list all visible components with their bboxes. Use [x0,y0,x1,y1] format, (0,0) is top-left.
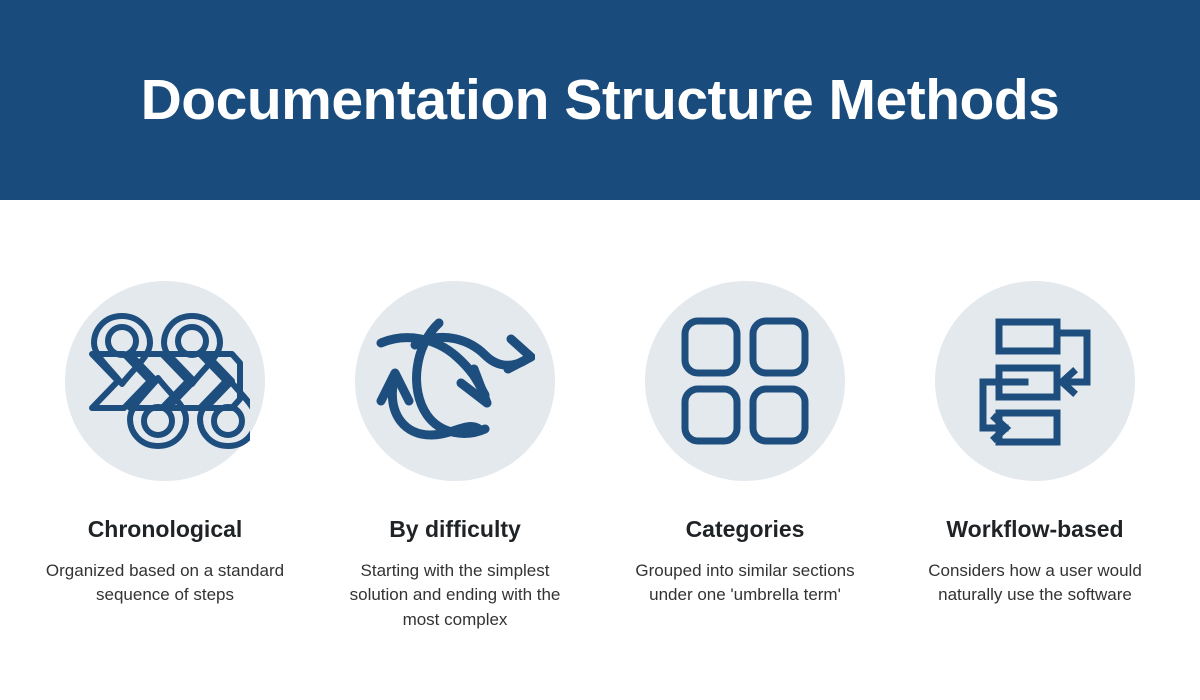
grid-squares-icon [681,317,809,445]
method-description: Considers how a user would naturally use… [928,560,1142,605]
method-column-categories: Categories Grouped into similar sections… [600,200,890,608]
tangled-arrows-icon [375,311,535,451]
method-column-workflow-based: Workflow-based Considers how a user woul… [890,200,1180,608]
method-description: Starting with the simplest solution and … [349,560,561,629]
methods-row: Chronological Organized based on a stand… [0,200,1200,700]
icon-badge [935,281,1135,481]
method-description: Grouped into similar sections under one … [635,560,855,605]
page-title: Documentation Structure Methods [140,67,1060,132]
icon-badge [65,281,265,481]
method-title: By difficulty [389,516,521,542]
header-band: Documentation Structure Methods [0,0,1200,200]
method-title: Workflow-based [946,516,1124,542]
method-column-chronological: Chronological Organized based on a stand… [20,200,310,608]
timeline-chevrons-icon [80,306,250,456]
workflow-boxes-icon [965,316,1105,446]
method-column-by-difficulty: By difficulty Starting with the simplest… [310,200,600,633]
method-description: Organized based on a standard sequence o… [45,560,285,605]
method-title: Categories [685,516,805,542]
icon-badge [645,281,845,481]
icon-badge [355,281,555,481]
method-title: Chronological [87,516,243,542]
